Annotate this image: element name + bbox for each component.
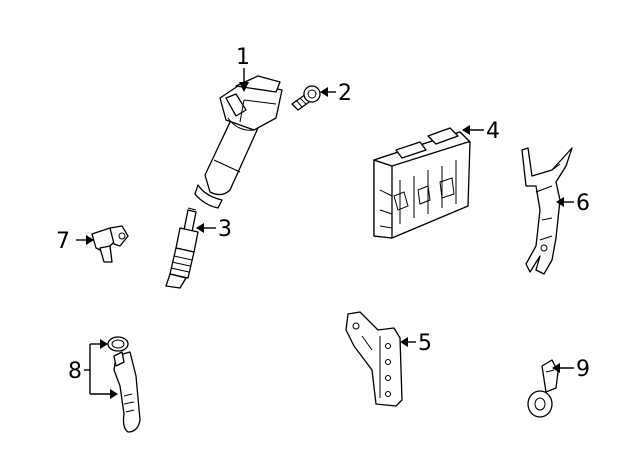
callout-1-label: 1 (236, 45, 250, 70)
callout-3-leader (196, 223, 216, 233)
spark-plug[interactable] (165, 207, 199, 289)
engine-control-module[interactable] (373, 127, 471, 239)
callout-4-leader (462, 125, 484, 135)
coil-bolt[interactable] (291, 85, 321, 111)
callout-7-leader (76, 235, 94, 245)
callout-2-leader (320, 87, 336, 97)
callout-9-label: 9 (576, 357, 590, 382)
callout-7-label: 7 (56, 229, 70, 254)
callout-4-label: 4 (486, 119, 500, 144)
callout-6-label: 6 (576, 191, 590, 216)
callout-5-leader (400, 337, 416, 347)
callout-8-label: 8 (68, 359, 82, 384)
crankshaft-position-sensor[interactable] (91, 225, 129, 263)
support-bracket[interactable] (521, 147, 573, 275)
callout-3-label: 3 (218, 217, 232, 242)
module-bracket[interactable] (345, 311, 403, 407)
ignition-coil[interactable] (194, 75, 283, 209)
callout-6-leader (556, 197, 574, 207)
callout-1-leader (239, 68, 249, 92)
callout-9-leader (552, 363, 574, 373)
camshaft-position-sensor[interactable] (107, 336, 141, 433)
callout-5-label: 5 (418, 331, 432, 356)
callout-8-leader (84, 339, 118, 399)
callout-2-label: 2 (338, 81, 352, 106)
